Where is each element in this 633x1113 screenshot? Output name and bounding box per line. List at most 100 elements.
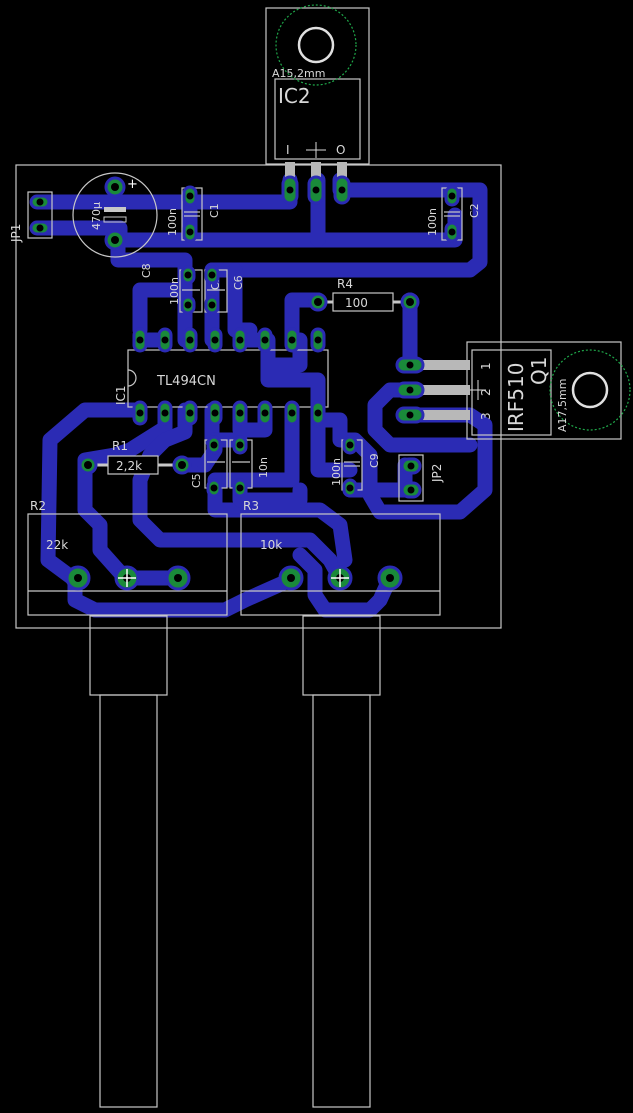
ic1-pad-bottom-1 [132, 400, 148, 426]
q1-hole-label: A17,5mm [556, 379, 569, 432]
c9-name: C9 [368, 453, 381, 468]
c1-name: C1 [208, 203, 221, 218]
jp2-name: JP2 [430, 464, 444, 483]
q1-leg-2 [418, 385, 470, 395]
c2-pad-1 [444, 185, 460, 207]
resistors [90, 292, 410, 475]
r4-value: 100 [345, 296, 368, 310]
r1-value: 2,2k [116, 459, 142, 473]
ic2-pin1-label: I [286, 143, 290, 157]
jp1-outline [27, 191, 53, 239]
potentiometer-shafts [89, 615, 381, 1108]
jp1-jumper: JP1 [9, 191, 53, 243]
jp1-pad-2 [29, 220, 51, 236]
c2-pad-2 [444, 221, 460, 243]
q1-body [471, 349, 552, 436]
r3-shaft [312, 694, 371, 1108]
ic1-body [127, 349, 329, 408]
r3-value: 10k [260, 538, 282, 552]
board-outline [15, 164, 502, 629]
r2-shaft [99, 694, 158, 1108]
c8-value: 470µ [90, 202, 103, 230]
ic2-mounting-hole [297, 26, 335, 64]
c2-value: 100n [426, 208, 439, 236]
c6-pad-2 [204, 295, 220, 315]
ic2-hole-label: A15,2mm [272, 67, 325, 80]
ic1-pad-top-1 [132, 327, 148, 353]
r2-body [27, 513, 228, 616]
q1-pin3-label: 3 [479, 412, 493, 420]
ic1-pad-top-4 [207, 327, 223, 353]
ic1-pad-bottom-6 [257, 400, 273, 426]
q1-pad-1 [395, 356, 425, 374]
q1-pin1-label: 1 [479, 362, 493, 370]
c1-pad-1 [182, 185, 198, 207]
c6-name: C6 [232, 275, 245, 290]
ic1-name: IC1 [114, 385, 128, 405]
q1-pad-3 [395, 406, 425, 424]
c8-plate-negative [103, 216, 127, 223]
q1-part-label: IRF510 [504, 363, 528, 432]
ic1-pad-bottom-3 [182, 400, 198, 426]
ic2-mounting-clearance [275, 4, 357, 86]
q1-leg-1 [418, 360, 470, 370]
ic1-pad-top-2 [157, 327, 173, 353]
ic2-leg-1 [285, 162, 295, 184]
ic2-gnd-symbol [306, 142, 326, 158]
c5-pad-2 [180, 295, 196, 315]
ic1-pad-top-8 [310, 327, 326, 353]
c-mid-left-pad-1 [206, 435, 222, 455]
c8-pad-positive [104, 176, 126, 198]
ic1-pad-bottom-2 [157, 400, 173, 426]
c9-pad-2 [342, 478, 358, 498]
c-mid-right-pad-2 [232, 478, 248, 498]
ic1-pad-top-7 [284, 327, 300, 353]
q1-mounting-hole [571, 371, 609, 409]
jp1-name: JP1 [9, 224, 23, 243]
r4-pad-1 [308, 292, 328, 312]
r1-name: R1 [112, 439, 128, 453]
c8-pad-negative [104, 229, 126, 251]
r3-pad-3 [377, 565, 403, 591]
c-mid-left-pad-2 [206, 478, 222, 498]
r4-body [332, 292, 394, 312]
r4-pad-2 [400, 292, 420, 312]
c5-pad-1 [180, 265, 196, 285]
ic2-pad-3 [333, 175, 351, 205]
r1-pad-1 [78, 455, 98, 475]
r4-name: R4 [337, 277, 353, 291]
c-pair-top-value: 100n [168, 277, 181, 305]
r3-wiper-mark [331, 569, 349, 587]
c1-pad-2 [182, 221, 198, 243]
ic2-leg-2 [311, 162, 321, 184]
c8-polarity-mark: + [127, 177, 138, 192]
jp2-pad-1 [400, 457, 422, 475]
q1-name: Q1 [527, 357, 551, 385]
c8-electrolytic-capacitor: + 470µ C8 [72, 172, 158, 278]
c-mid-right-pad-1 [232, 435, 248, 455]
c8-name: C8 [140, 263, 153, 278]
ic2-name: IC2 [278, 84, 311, 108]
c1-value: 100n [166, 208, 179, 236]
r2-pad-3 [165, 565, 191, 591]
r2-wiper-mark [118, 569, 136, 587]
ic1-part-label: TL494CN [156, 374, 216, 389]
c-10n-value: 10n [257, 457, 270, 478]
r2-name: R2 [30, 499, 46, 513]
c9-pad-1 [342, 435, 358, 455]
ic2-leg-3 [337, 162, 347, 184]
c8-plate-positive [104, 207, 126, 212]
jp2-pad-2 [400, 481, 422, 499]
jp2-jumper: JP2 [398, 454, 444, 502]
q1-pin2-label: 2 [479, 388, 493, 396]
ic2-pad-2 [307, 175, 325, 205]
ic1-pad-top-3 [182, 327, 198, 353]
ic1-pad-top-5 [232, 327, 248, 353]
r3-name: R3 [243, 499, 259, 513]
c6-pad-1 [204, 265, 220, 285]
ic1-notch [127, 369, 137, 387]
ic1-pad-bottom-7 [284, 400, 300, 426]
jp2-outline [398, 454, 424, 502]
r3-body [240, 513, 441, 616]
